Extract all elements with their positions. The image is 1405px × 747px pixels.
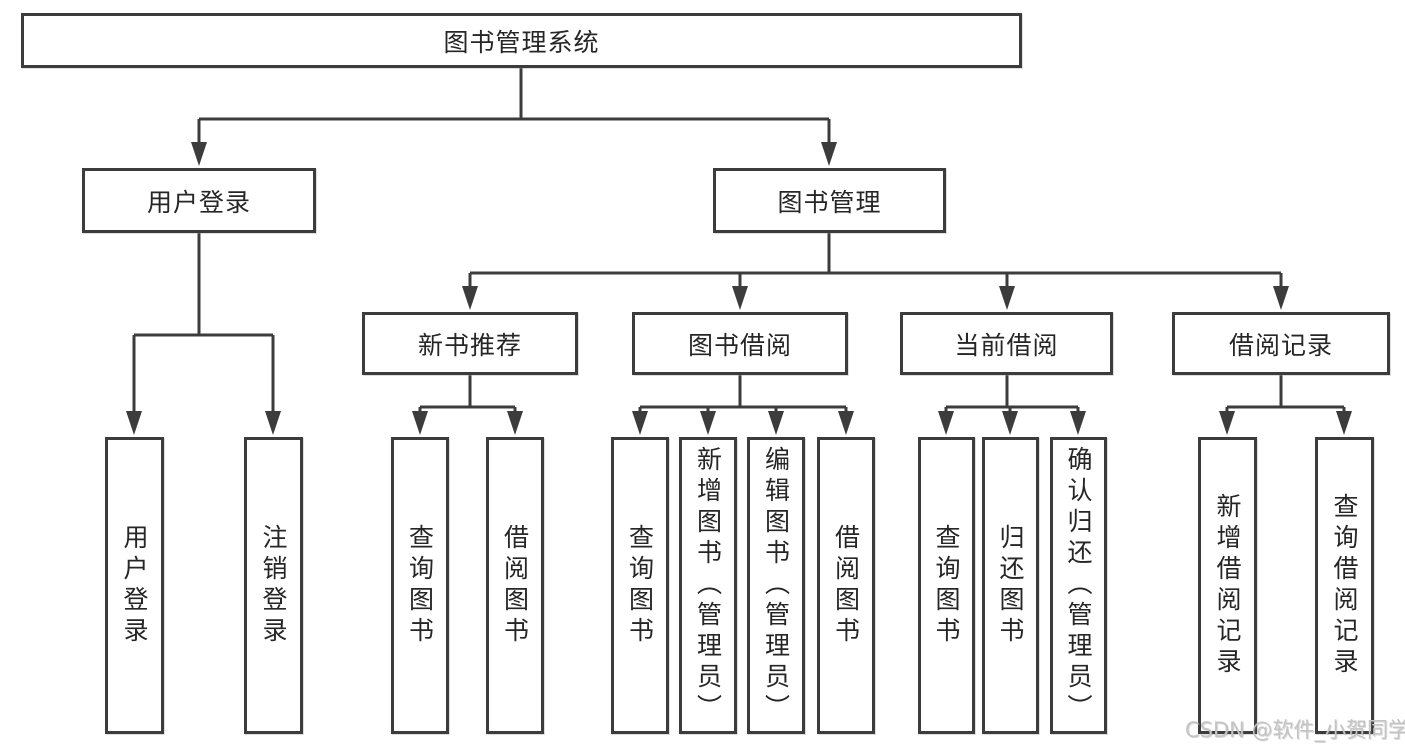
- edge-user-login-to-children: [126, 233, 281, 435]
- node-leaf-edit-books-admin: 编辑图书（管理员）: [747, 437, 805, 734]
- node-current-borrowing: 当前借阅: [900, 312, 1113, 375]
- node-leaf-query-books-3: 查询图书: [918, 437, 975, 734]
- node-leaf-query-books-2: 查询图书: [611, 437, 669, 734]
- node-leaf-return-books: 归还图书: [982, 437, 1039, 734]
- node-book-management: 图书管理: [713, 168, 946, 233]
- edge-book-borrowing-to-children: [632, 375, 854, 435]
- node-borrowing-records: 借阅记录: [1172, 312, 1390, 375]
- node-leaf-user-login: 用户登录: [105, 437, 164, 734]
- edge-book-management-to-children: [462, 233, 1289, 310]
- node-leaf-query-borrow-record: 查询借阅记录: [1315, 437, 1374, 734]
- node-leaf-borrow-books-1: 借阅图书: [486, 437, 544, 734]
- node-leaf-confirm-return-admin: 确认归还（管理员）: [1050, 437, 1107, 734]
- csdn-watermark: CSDN @软件_小贺同学: [1185, 718, 1405, 742]
- node-leaf-add-borrow-record: 新增借阅记录: [1198, 437, 1257, 734]
- edge-borrowing-records-to-children: [1219, 375, 1352, 435]
- edge-current-borrowing-to-children: [938, 375, 1086, 435]
- node-book-borrowing: 图书借阅: [632, 312, 848, 375]
- node-leaf-logout: 注销登录: [244, 437, 303, 734]
- node-leaf-borrow-books-2: 借阅图书: [817, 437, 875, 734]
- node-user-login: 用户登录: [82, 168, 316, 233]
- node-new-book-recommend: 新书推荐: [362, 312, 578, 375]
- node-library-management-system: 图书管理系统: [21, 13, 1022, 68]
- edge-new-book-recommend-to-children: [412, 375, 523, 435]
- node-leaf-query-books-1: 查询图书: [391, 437, 449, 734]
- node-leaf-add-books-admin: 新增图书（管理员）: [679, 437, 737, 734]
- edge-root-to-children: [191, 67, 837, 166]
